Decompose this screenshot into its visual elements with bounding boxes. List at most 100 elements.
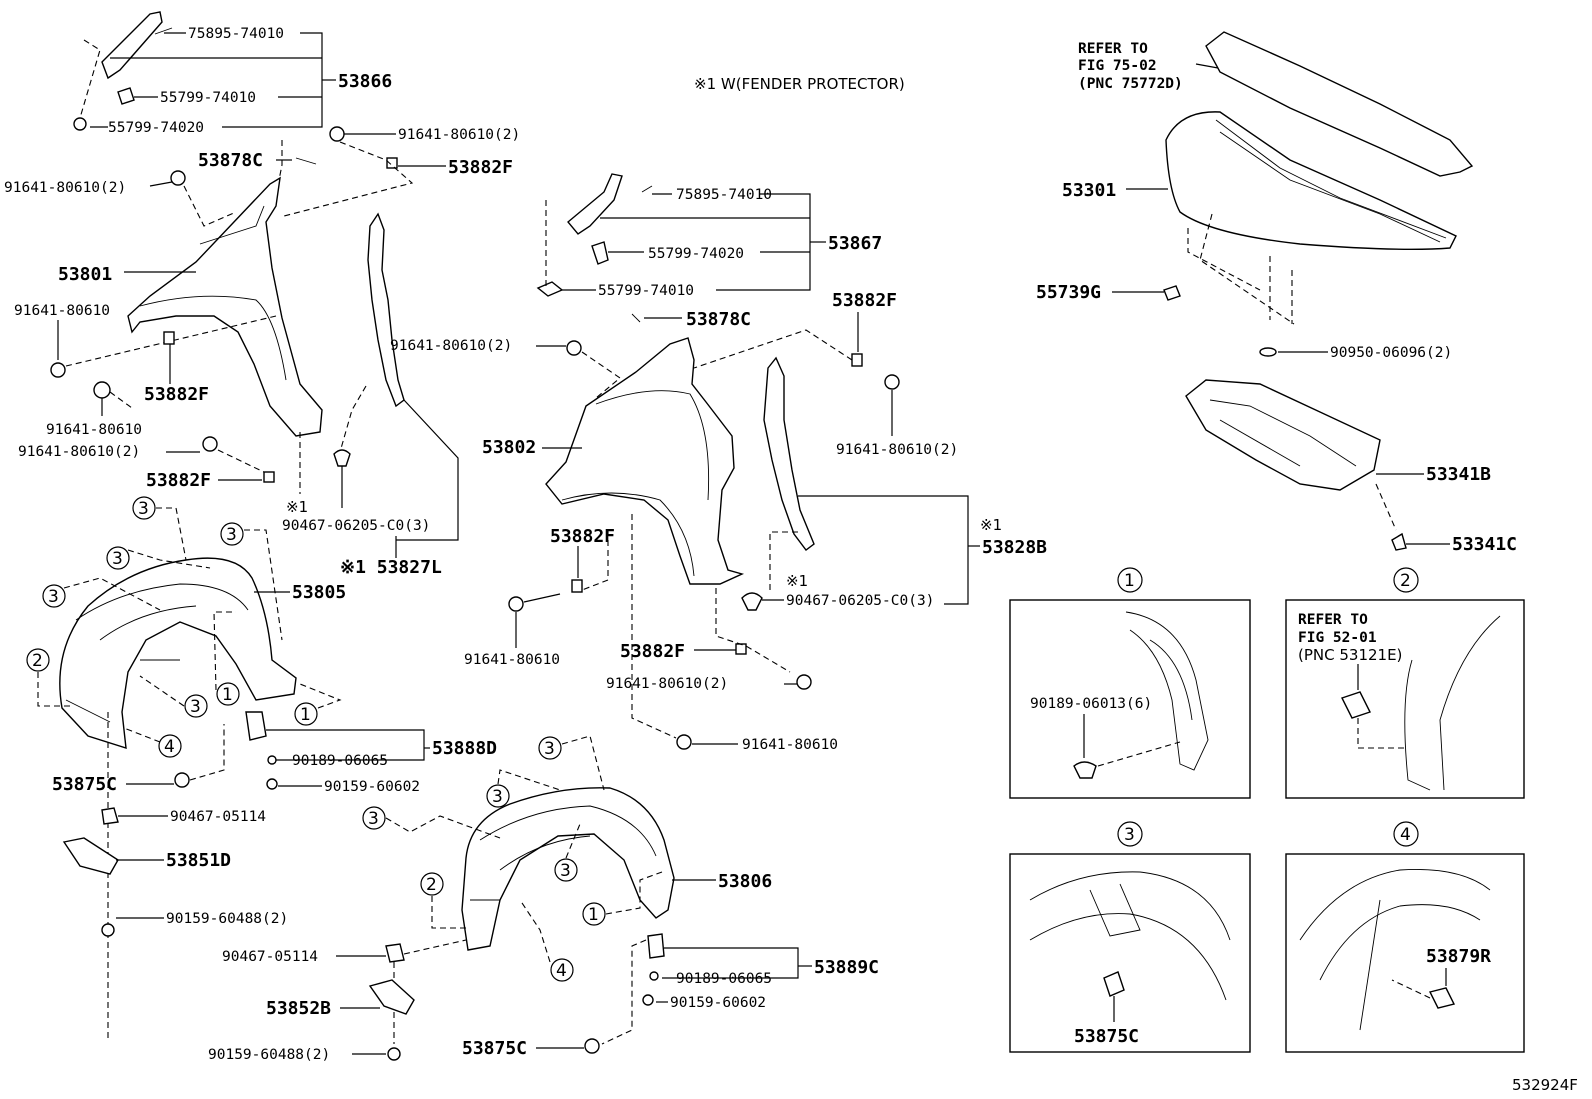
detail-4-clip xyxy=(1428,987,1456,1009)
label-hood: 53301 xyxy=(1062,180,1116,201)
hood-moulding xyxy=(1205,31,1474,177)
svg-text:4: 4 xyxy=(556,961,567,981)
svg-text:4: 4 xyxy=(1400,825,1411,845)
label-hood-plug: 90950-06096(2) xyxy=(1330,345,1452,361)
detail-2-part xyxy=(1341,691,1371,719)
right-callout-4: 4 xyxy=(550,958,574,982)
label-right-bolt-bottom: 91641-80610 xyxy=(742,737,838,753)
left-top-bolt xyxy=(329,126,345,142)
left-callout-3a: 3 xyxy=(132,496,156,520)
hood-plug xyxy=(1259,347,1277,357)
svg-text:3: 3 xyxy=(544,739,555,759)
detail-box-1: 1 90189-06013(6) xyxy=(1009,567,1251,799)
label-left-bracket-clip: 90189-06065 xyxy=(292,753,388,769)
detail-2-refer-line-3: (PNC 53121E) xyxy=(1298,646,1402,664)
right-bolt-left-low xyxy=(508,596,524,612)
svg-text:3: 3 xyxy=(560,861,571,881)
left-callout-1a: 1 xyxy=(216,682,240,706)
label-right-bolt-right: 91641-80610(2) xyxy=(836,442,958,458)
right-bracket-clip xyxy=(649,971,659,981)
left-moulding-grommet xyxy=(73,117,87,131)
right-bolt-low xyxy=(796,674,812,690)
right-callout-3c: 3 xyxy=(362,806,386,830)
svg-text:3: 3 xyxy=(190,697,201,717)
detail-2-refer-line-1: REFER TO xyxy=(1298,612,1368,628)
label-right-bolt-left-low: 91641-80610 xyxy=(464,652,560,668)
svg-text:3: 3 xyxy=(138,499,149,519)
left-callout-3c: 3 xyxy=(220,522,244,546)
right-moulding-clip-part xyxy=(591,241,609,265)
label-left-top-pad: 53882F xyxy=(448,157,513,178)
label-75895-74010-left: 75895-74010 xyxy=(188,26,284,42)
left-liner-nut xyxy=(101,807,119,825)
left-liner-bracket xyxy=(245,711,267,741)
left-clip-part xyxy=(333,449,351,467)
label-right-bracket: 53889C xyxy=(814,957,879,978)
fender-protector-note: ※1 W(FENDER PROTECTOR) xyxy=(694,75,905,93)
label-left-bolt-low: 91641-80610 xyxy=(46,422,142,438)
label-right-liner-clip: 53875C xyxy=(462,1038,527,1059)
right-moulding-grommet xyxy=(536,281,564,297)
label-left-bolt-low2: 91641-80610(2) xyxy=(18,444,140,460)
left-callout-4: 4 xyxy=(158,734,182,758)
left-low-pad xyxy=(263,471,275,483)
detail-1-clip xyxy=(1073,761,1097,779)
left-callout-3e: 3 xyxy=(184,694,208,718)
right-splash-shield xyxy=(368,979,415,1015)
left-bracket-clip xyxy=(267,755,277,765)
svg-text:2: 2 xyxy=(32,651,43,671)
left-bolt-mid xyxy=(50,362,66,378)
right-liner-group: 53806 3 3 3 3 2 1 4 90467-05114 53852B 9… xyxy=(208,735,879,1063)
label-right-bracket-screw: 90159-60602 xyxy=(670,995,766,1011)
right-callout-2: 2 xyxy=(420,872,444,896)
label-left-bolt-mid: 91641-80610 xyxy=(14,303,110,319)
label-right-pad-low: 53882F xyxy=(620,641,685,662)
label-right-liner-nut: 90467-05114 xyxy=(222,949,318,965)
detail-box-3: 3 53875C xyxy=(1009,821,1251,1053)
label-55799-74020-left: 55799-74020 xyxy=(108,120,204,136)
label-left-seal: ※1 53827L xyxy=(340,557,442,578)
left-callout-3b: 3 xyxy=(106,546,130,570)
hood-insulator xyxy=(1185,379,1381,491)
label-left-mid-pad: 53882F xyxy=(144,384,209,405)
label-left-clip: 90467-06205-C0(3) xyxy=(282,518,430,534)
svg-text:3: 3 xyxy=(368,809,379,829)
detail-2-refer-line-2: FIG 52-01 xyxy=(1298,630,1377,646)
right-front-fender xyxy=(545,337,745,585)
svg-text:1: 1 xyxy=(222,685,233,705)
label-left-liner: 53805 xyxy=(292,582,346,603)
right-bolt-right xyxy=(884,374,900,390)
svg-text:2: 2 xyxy=(1400,571,1411,591)
label-right-liner: 53806 xyxy=(718,871,772,892)
svg-text:3: 3 xyxy=(112,549,123,569)
svg-text:3: 3 xyxy=(226,525,237,545)
label-detail-3-clip: 53875C xyxy=(1074,1026,1139,1047)
label-detail-1-clip: 90189-06013(6) xyxy=(1030,696,1152,712)
label-left-top-bolt: 91641-80610(2) xyxy=(398,127,520,143)
svg-text:3: 3 xyxy=(48,587,59,607)
right-callout-1: 1 xyxy=(582,902,606,926)
right-fender-group: 75895-74010 55799-74020 55799-74010 5386… xyxy=(390,173,1047,753)
right-bolt-upper xyxy=(566,340,582,356)
right-liner-nut xyxy=(385,943,405,963)
right-fender-moulding xyxy=(567,173,623,235)
label-insulator-clip: 53341C xyxy=(1452,534,1517,555)
right-mark-clip: ※1 xyxy=(786,572,808,590)
label-right-bracket-clip: 90189-06065 xyxy=(676,971,772,987)
right-callout-3a: 3 xyxy=(538,736,562,760)
label-53866: 53866 xyxy=(338,71,392,92)
svg-text:1: 1 xyxy=(300,705,311,725)
left-callout-3d: 3 xyxy=(42,584,66,608)
right-bolt-bottom xyxy=(676,734,692,750)
right-clip-part xyxy=(741,592,763,611)
hood-panel xyxy=(1165,111,1457,251)
label-left-53878c: 53878C xyxy=(198,150,263,171)
label-55799-74010-left: 55799-74010 xyxy=(160,90,256,106)
right-callout-3d: 3 xyxy=(554,858,578,882)
left-bolt-upper xyxy=(170,170,186,186)
label-left-shield-screw: 90159-60488(2) xyxy=(166,911,288,927)
label-55799-74010-right: 55799-74010 xyxy=(598,283,694,299)
left-mark-1: ※1 xyxy=(286,498,308,516)
label-75895-74010-right: 75895-74010 xyxy=(676,187,772,203)
label-left-splash-shield: 53851D xyxy=(166,850,231,871)
